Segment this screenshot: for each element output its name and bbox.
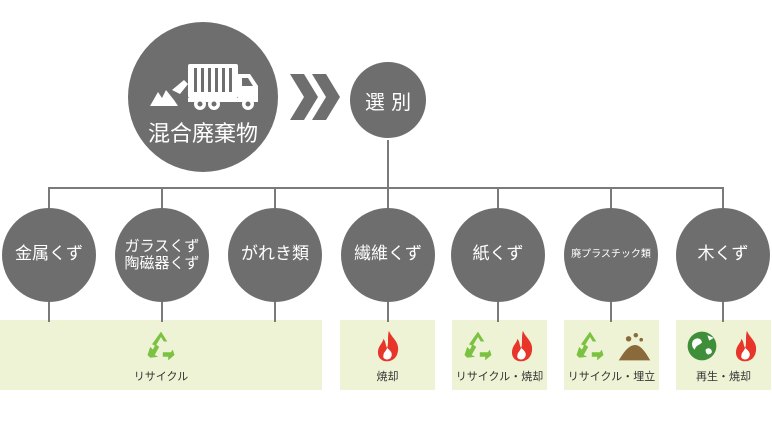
connector-cat-6 — [610, 187, 612, 209]
connector-cat-down-2 — [161, 300, 163, 322]
connector-cat-down-4 — [387, 300, 389, 322]
category-fiber: 繊維くず — [341, 208, 435, 302]
treatment-box-recycle-landfill: リサイクル・埋立 — [564, 320, 659, 390]
category-wood: 木くず — [676, 208, 770, 302]
connector-cat-down-1 — [48, 300, 50, 322]
connector-cat-3 — [274, 187, 276, 209]
connector-cat-down-3 — [274, 300, 276, 322]
category-rubble: がれき類 — [228, 208, 322, 302]
connector-cat-down-7 — [722, 300, 724, 322]
treatment-label: リサイクル・埋立 — [567, 370, 656, 383]
treatment-label: 焼却 — [376, 370, 399, 383]
earth-recycle-icon — [687, 331, 716, 361]
treatment-label: リサイクル・焼却 — [455, 370, 544, 383]
connector-cat-2 — [161, 187, 163, 209]
category-metal: 金属くず — [2, 208, 96, 302]
treatment-label: リサイクル — [133, 370, 189, 383]
category-glass-ceramics: ガラスくず 陶磁器くず — [115, 208, 209, 302]
connector-horizontal — [48, 187, 723, 189]
treatment-label: 再生・焼却 — [696, 370, 751, 383]
connector-cat-7 — [722, 187, 724, 209]
category-paper: 紙くず — [451, 208, 545, 302]
connector-cat-4 — [387, 187, 389, 209]
recycle-icon — [464, 331, 491, 361]
treatment-box-incinerate: 焼却 — [340, 320, 435, 390]
garbage-truck-icon — [150, 64, 258, 110]
connector-cat-5 — [497, 187, 499, 209]
connector-cat-down-5 — [497, 300, 499, 322]
connector-cat-down-6 — [610, 300, 612, 322]
treatment-box-regenerate-incinerate: 再生・焼却 — [676, 320, 771, 390]
category-plastic: 廃プラスチック類 — [564, 208, 658, 302]
sort-node: 選 別 — [350, 62, 426, 138]
recycle-icon — [147, 331, 175, 361]
sort-label: 選 別 — [364, 89, 412, 114]
mixed-waste-node: 混合廃棄物 — [128, 22, 278, 172]
recycle-icon — [576, 331, 603, 361]
soil-pile-icon — [618, 332, 650, 361]
flame-icon — [735, 330, 756, 362]
treatment-box-recycle: リサイクル — [0, 320, 322, 390]
connector-sort-down — [387, 140, 389, 188]
flame-icon — [377, 330, 398, 362]
flame-icon — [511, 330, 532, 362]
treatment-box-recycle-incinerate: リサイクル・焼却 — [452, 320, 547, 390]
mixed-waste-label: 混合廃棄物 — [147, 122, 258, 147]
double-chevron-right-icon — [290, 74, 340, 120]
connector-cat-1 — [48, 187, 50, 209]
